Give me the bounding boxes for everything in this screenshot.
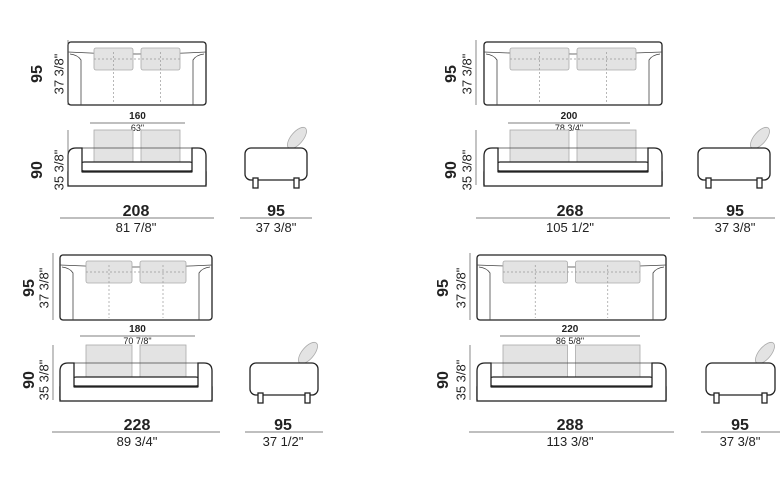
back-cushion [139, 344, 187, 381]
overall-width-in: 89 3/4" [117, 434, 158, 449]
side-view [705, 341, 776, 404]
overall-width-cm: 208 [123, 203, 150, 220]
side-body [244, 147, 308, 181]
height-cm: 90 [21, 371, 38, 389]
height-cm: 90 [443, 161, 460, 179]
side-depth-cm: 95 [267, 203, 285, 220]
seat-width-in: 63" [131, 123, 144, 133]
front-view [59, 344, 213, 402]
height-cm: 90 [29, 161, 46, 179]
leg [293, 177, 300, 189]
leg [257, 392, 264, 404]
depth-cm: 95 [435, 279, 452, 297]
seat-cushion [71, 376, 201, 387]
overall-width-in: 105 1/2" [546, 220, 594, 235]
base [476, 386, 667, 402]
front-view [483, 129, 663, 187]
front-view [476, 344, 667, 402]
back-cushion [85, 344, 133, 381]
right-arm [191, 147, 207, 185]
base [483, 171, 663, 187]
seat-width-cm: 220 [562, 324, 579, 335]
seat-width-in: 70 7/8" [123, 336, 151, 346]
back-cushion [93, 129, 134, 166]
leg [713, 392, 720, 404]
right-arm [197, 362, 213, 400]
depth-in: 37 3/8" [453, 267, 468, 308]
leg [252, 177, 259, 189]
seat-cushion [79, 161, 195, 172]
leg [756, 177, 763, 189]
height-in: 35 3/8" [51, 149, 66, 190]
seat-width-in: 78 3/4" [555, 123, 583, 133]
overall-width-cm: 268 [557, 203, 584, 220]
cushion [85, 260, 133, 284]
seat-width-cm: 160 [129, 111, 146, 122]
left-arm [483, 147, 499, 185]
back-cushion [509, 129, 570, 166]
side-view [249, 341, 319, 404]
seat-width-cm: 200 [561, 111, 578, 122]
height-in: 35 3/8" [459, 149, 474, 190]
top-view [483, 41, 663, 106]
depth-cm: 95 [21, 279, 38, 297]
leg [304, 392, 311, 404]
depth-cm: 95 [29, 65, 46, 83]
top-view [67, 41, 207, 106]
seat-cushion [488, 376, 655, 387]
overall-width-cm: 288 [557, 417, 584, 434]
back-cushion [576, 129, 637, 166]
side-depth-cm: 95 [726, 203, 744, 220]
front-view [67, 129, 207, 187]
height-cm: 90 [435, 371, 452, 389]
depth-in: 37 3/8" [51, 53, 66, 94]
side-depth-in: 37 3/8" [715, 220, 756, 235]
height-in: 35 3/8" [453, 359, 468, 400]
side-body [705, 362, 776, 396]
depth-in: 37 3/8" [36, 267, 51, 308]
depth-cm: 95 [443, 65, 460, 83]
right-arm [651, 362, 667, 400]
side-depth-in: 37 1/2" [263, 434, 304, 449]
back-cushion [575, 344, 641, 381]
height-in: 35 3/8" [36, 359, 51, 400]
overall-width-in: 113 3/8" [546, 434, 593, 449]
depth-in: 37 3/8" [459, 53, 474, 94]
base [67, 171, 207, 187]
top-view [59, 254, 213, 321]
side-body [697, 147, 771, 181]
seat-width-cm: 180 [129, 324, 146, 335]
seat-cushion [495, 161, 651, 172]
overall-width-in: 81 7/8" [116, 220, 157, 235]
base [59, 386, 213, 402]
leg [705, 177, 712, 189]
side-depth-in: 37 3/8" [720, 434, 761, 449]
side-view [244, 126, 308, 189]
leg [761, 392, 768, 404]
back-cushion [502, 344, 568, 381]
side-depth-in: 37 3/8" [256, 220, 297, 235]
side-depth-cm: 95 [731, 417, 749, 434]
seat-width-in: 86 5/8" [556, 336, 584, 346]
side-body [249, 362, 319, 396]
overall-width-cm: 228 [124, 417, 151, 434]
side-view [697, 126, 771, 189]
right-arm [647, 147, 663, 185]
left-arm [476, 362, 492, 400]
left-arm [59, 362, 75, 400]
side-depth-cm: 95 [274, 417, 292, 434]
top-view [476, 254, 667, 321]
back-cushion [140, 129, 181, 166]
